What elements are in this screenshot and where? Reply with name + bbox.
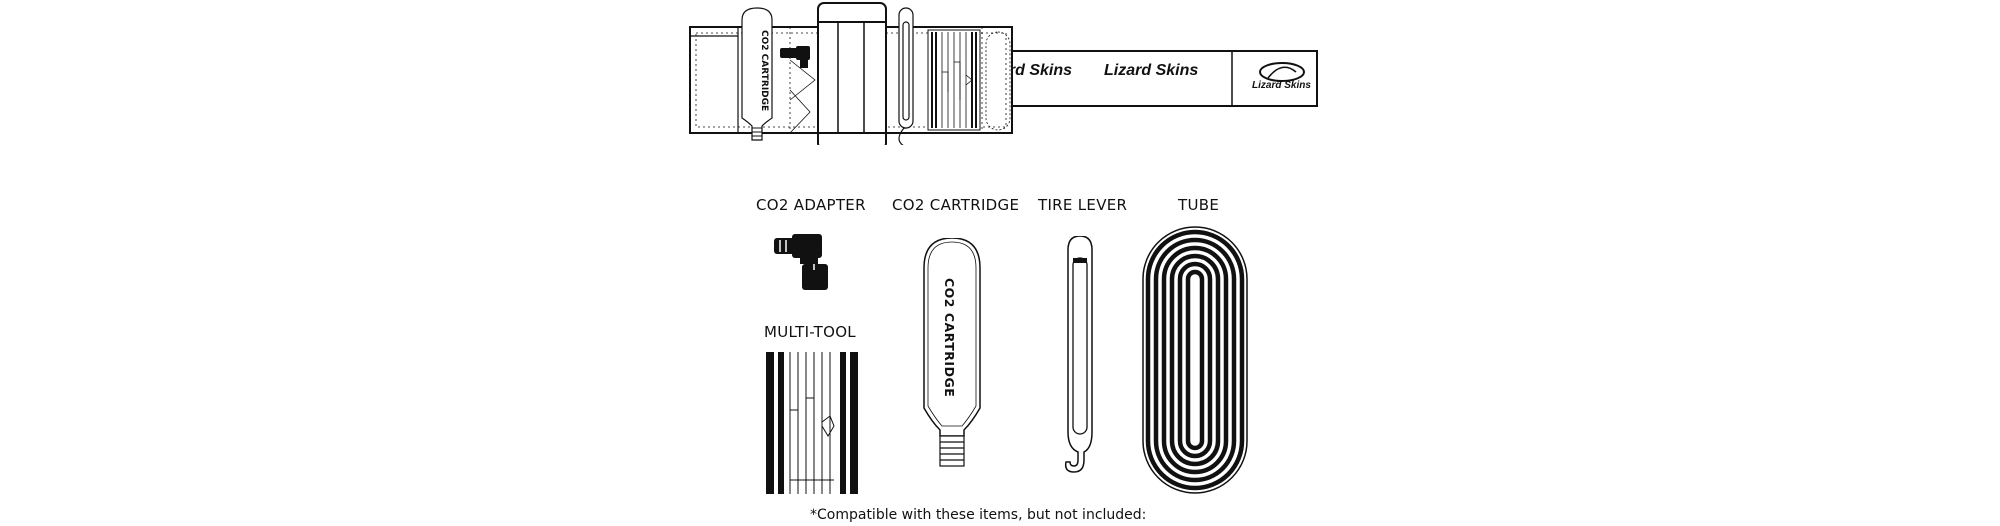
co2-adapter-icon — [774, 234, 828, 290]
strap-logo-text: Lizard Skins — [1252, 80, 1311, 91]
label-tube: TUBE — [1178, 196, 1220, 214]
label-co2-adapter: CO2 ADAPTER — [756, 196, 866, 214]
cartridge-print: CO2 CARTRIDGE — [942, 278, 957, 398]
compatibility-footnote: *Compatible with these items, but not in… — [810, 507, 1147, 523]
tire-lever-icon — [1064, 236, 1093, 473]
label-tire-lever: TIRE LEVER — [1038, 196, 1128, 214]
strap-brand-partial: Lizard Skins — [1012, 62, 1072, 79]
co2-cartridge-icon — [923, 238, 981, 467]
strap-illustration — [689, 2, 1318, 145]
label-co2-cartridge: CO2 CARTRIDGE — [892, 196, 1020, 214]
strap-brand-main: Lizard Skins — [1104, 62, 1199, 79]
strap-cartridge-print: CO2 CARTRIDGE — [759, 30, 769, 112]
label-multi-tool: MULTI-TOOL — [764, 323, 856, 341]
tube-icon — [1142, 226, 1248, 494]
multi-tool-icon — [766, 352, 858, 494]
lizard-logo-icon — [1259, 62, 1305, 82]
